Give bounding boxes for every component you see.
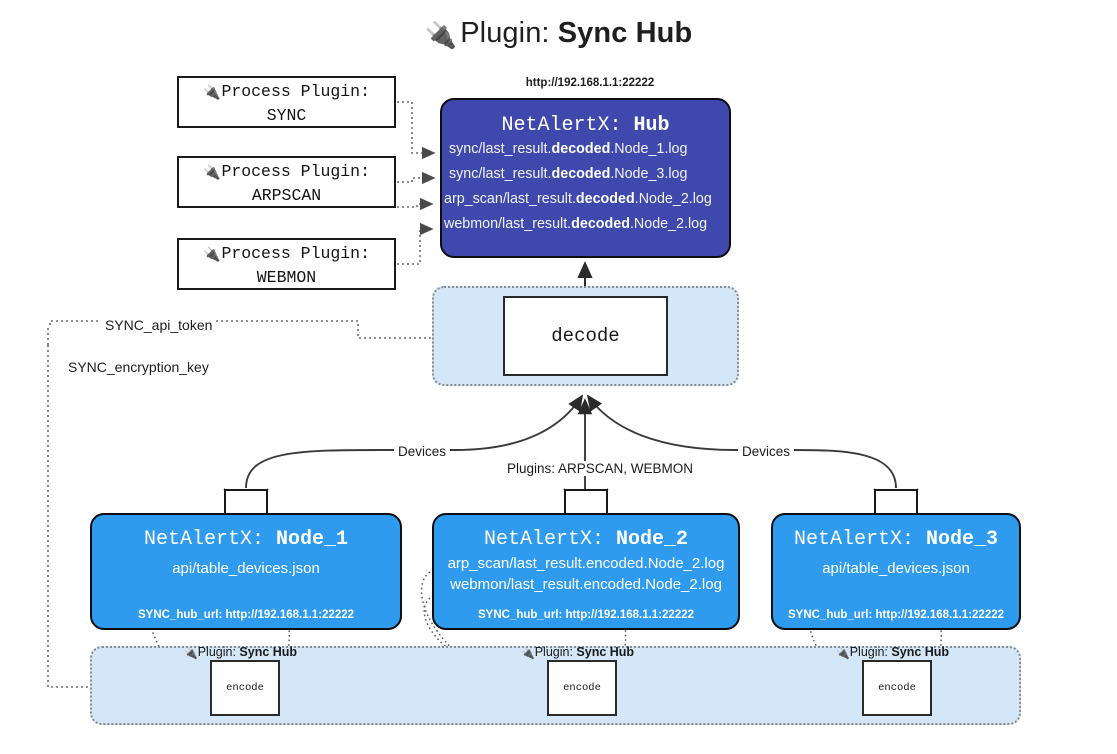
encode-caption-2: 🔌Plugin: Sync Hub	[521, 645, 635, 660]
plug-icon: 🔌	[184, 647, 198, 660]
page-title: 🔌Plugin: Sync Hub	[0, 17, 1117, 50]
edge-label-plugins-middle: Plugins: ARPSCAN, WEBMON	[503, 461, 698, 476]
node-box-node-2[interactable]: NetAlertX: Node_2 arp_scan/last_result.e…	[432, 513, 740, 630]
node-box-node-1[interactable]: NetAlertX: Node_1 api/table_devices.json…	[90, 513, 402, 630]
encode-box-3[interactable]: encode	[862, 660, 932, 716]
node-box-node-3[interactable]: NetAlertX: Node_3 api/table_devices.json…	[771, 513, 1021, 630]
hub-log-line-2: sync/last_result.decoded.Node_3.log	[449, 166, 688, 182]
plug-icon: 🔌	[203, 165, 221, 181]
hub-box[interactable]: NetAlertX: Hub sync/last_result.decoded.…	[440, 98, 731, 258]
node-2-title: NetAlertX: Node_2	[483, 528, 689, 551]
hub-log-line-4: webmon/last_result.decoded.Node_2.log	[444, 216, 708, 232]
hub-log-line-3: arp_scan/last_result.decoded.Node_2.log	[444, 191, 712, 207]
node-3-footer: SYNC_hub_url: http://192.168.1.1:22222	[787, 609, 1005, 621]
process-plugin-sync-line1: 🔌Process Plugin:	[179, 80, 394, 104]
node-2-line-2: webmon/last_result.encoded.Node_2.log	[450, 576, 722, 593]
hub-log-line-1: sync/last_result.decoded.Node_1.log	[449, 141, 688, 157]
plug-icon: 🔌	[424, 20, 458, 50]
process-plugin-box-sync[interactable]: 🔌Process Plugin: SYNC	[177, 76, 396, 128]
hub-title: NetAlertX: Hub	[501, 114, 670, 137]
plug-icon: 🔌	[203, 85, 221, 101]
page-title-prefix: Plugin:	[460, 17, 558, 49]
node-2-line-1: arp_scan/last_result.encoded.Node_2.log	[447, 555, 725, 572]
node-3-title: NetAlertX: Node_3	[793, 528, 999, 551]
plug-icon: 🔌	[203, 247, 221, 263]
node-1-line-1: api/table_devices.json	[172, 560, 320, 577]
node-3-line-1: api/table_devices.json	[822, 560, 970, 577]
process-plugin-webmon-line2: WEBMON	[256, 268, 317, 287]
page-title-name: Sync Hub	[557, 17, 693, 49]
process-plugin-box-arpscan[interactable]: 🔌Process Plugin: ARPSCAN	[177, 156, 396, 208]
process-plugin-arpscan-line1: 🔌Process Plugin:	[179, 160, 394, 184]
plug-icon: 🔌	[836, 647, 850, 660]
encode-box-2[interactable]: encode	[547, 660, 617, 716]
process-plugin-sync-line2: SYNC	[266, 106, 307, 125]
plug-icon: 🔌	[521, 647, 535, 660]
node-2-footer: SYNC_hub_url: http://192.168.1.1:22222	[477, 609, 695, 621]
process-plugin-box-webmon[interactable]: 🔌Process Plugin: WEBMON	[177, 238, 396, 290]
node-1-title: NetAlertX: Node_1	[143, 528, 349, 551]
process-plugin-arpscan-line2: ARPSCAN	[251, 186, 322, 205]
edge-label-devices-right: Devices	[738, 444, 795, 459]
hub-url-caption: http://192.168.1.1:22222	[525, 77, 655, 89]
node-1-footer: SYNC_hub_url: http://192.168.1.1:22222	[137, 609, 355, 621]
encode-caption-3: 🔌Plugin: Sync Hub	[836, 645, 950, 660]
label-sync-api-token: SYNC_api_token	[101, 317, 217, 333]
process-plugin-webmon-line1: 🔌Process Plugin:	[179, 242, 394, 266]
encode-caption-1: 🔌Plugin: Sync Hub	[184, 645, 298, 660]
edge-label-devices-left: Devices	[394, 444, 451, 459]
decode-box[interactable]: decode	[503, 296, 668, 376]
encode-box-1[interactable]: encode	[210, 660, 280, 716]
label-sync-encryption-key: SYNC_encryption_key	[64, 359, 213, 375]
